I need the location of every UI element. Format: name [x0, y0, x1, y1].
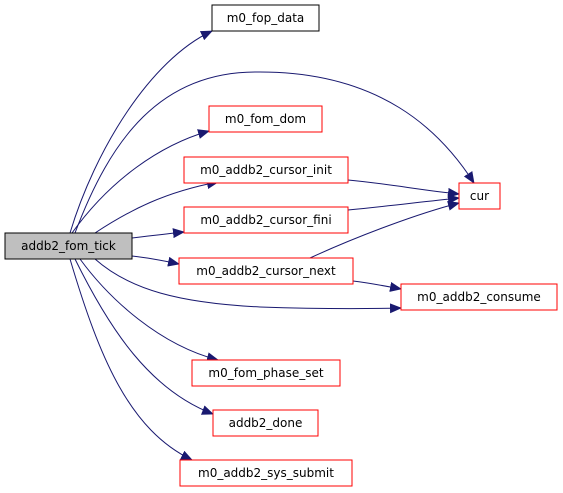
edge-addb2-fom-tick-to-m0-fop-data: [69, 30, 213, 234]
edge-m0-addb2-cursor-next-to-m0-addb2-consume: [352, 280, 402, 292]
node-label-m0-addb2-cursor-fini: m0_addb2_cursor_fini: [200, 213, 331, 227]
edge-addb2-fom-tick-to-m0-addb2-cursor-next: [131, 255, 180, 267]
node-m0-addb2-cursor-next[interactable]: m0_addb2_cursor_next: [178, 257, 354, 285]
node-label-addb2-done: addb2_done: [229, 416, 303, 430]
node-m0-addb2-consume[interactable]: m0_addb2_consume: [400, 283, 558, 311]
node-label-m0-fop-data: m0_fop_data: [227, 11, 305, 25]
node-label-m0-addb2-cursor-init: m0_addb2_cursor_init: [200, 163, 332, 177]
edge-addb2-fom-tick-to-addb2-done: [74, 258, 214, 415]
node-label-m0-addb2-sys-submit: m0_addb2_sys_submit: [198, 466, 334, 480]
edge-addb2-fom-tick-to-m0-addb2-consume: [94, 258, 402, 314]
node-m0-fom-phase-set[interactable]: m0_fom_phase_set: [191, 359, 341, 387]
node-m0-fom-dom[interactable]: m0_fom_dom: [208, 105, 323, 133]
node-addb2-done[interactable]: addb2_done: [212, 409, 319, 437]
node-cur[interactable]: cur: [458, 182, 501, 210]
edge-addb2-fom-tick-to-cur: [74, 71, 475, 234]
node-m0-addb2-cursor-init[interactable]: m0_addb2_cursor_init: [183, 156, 349, 184]
edge-layer: [69, 30, 475, 461]
node-label-m0-fom-phase-set: m0_fom_phase_set: [208, 366, 323, 380]
edge-addb2-fom-tick-to-m0-addb2-cursor-init: [94, 179, 219, 234]
edge-m0-addb2-cursor-fini-to-cur: [347, 194, 460, 211]
node-label-m0-fom-dom: m0_fom_dom: [225, 112, 306, 126]
node-layer: addb2_fom_tick m0_fop_data m0_fom_dom m0…: [4, 4, 558, 487]
edge-addb2-fom-tick-to-m0-fom-dom: [71, 129, 210, 234]
node-label-m0-addb2-consume: m0_addb2_consume: [417, 290, 541, 304]
edge-addb2-fom-tick-to-m0-addb2-sys-submit: [69, 258, 193, 461]
edge-addb2-fom-tick-to-m0-addb2-cursor-fini: [131, 228, 185, 239]
node-label-m0-addb2-cursor-next: m0_addb2_cursor_next: [196, 264, 336, 278]
edge-addb2-fom-tick-to-m0-fom-phase-set: [79, 258, 219, 363]
node-addb2-fom-tick[interactable]: addb2_fom_tick: [4, 232, 133, 260]
node-label-cur: cur: [470, 189, 489, 203]
node-m0-fop-data[interactable]: m0_fop_data: [211, 4, 320, 32]
node-label-addb2-fom-tick: addb2_fom_tick: [21, 239, 116, 253]
node-m0-addb2-cursor-fini[interactable]: m0_addb2_cursor_fini: [183, 206, 349, 234]
node-m0-addb2-sys-submit[interactable]: m0_addb2_sys_submit: [179, 459, 353, 487]
edge-m0-addb2-cursor-init-to-cur: [347, 179, 460, 198]
edge-m0-addb2-cursor-next-to-cur: [309, 200, 460, 259]
